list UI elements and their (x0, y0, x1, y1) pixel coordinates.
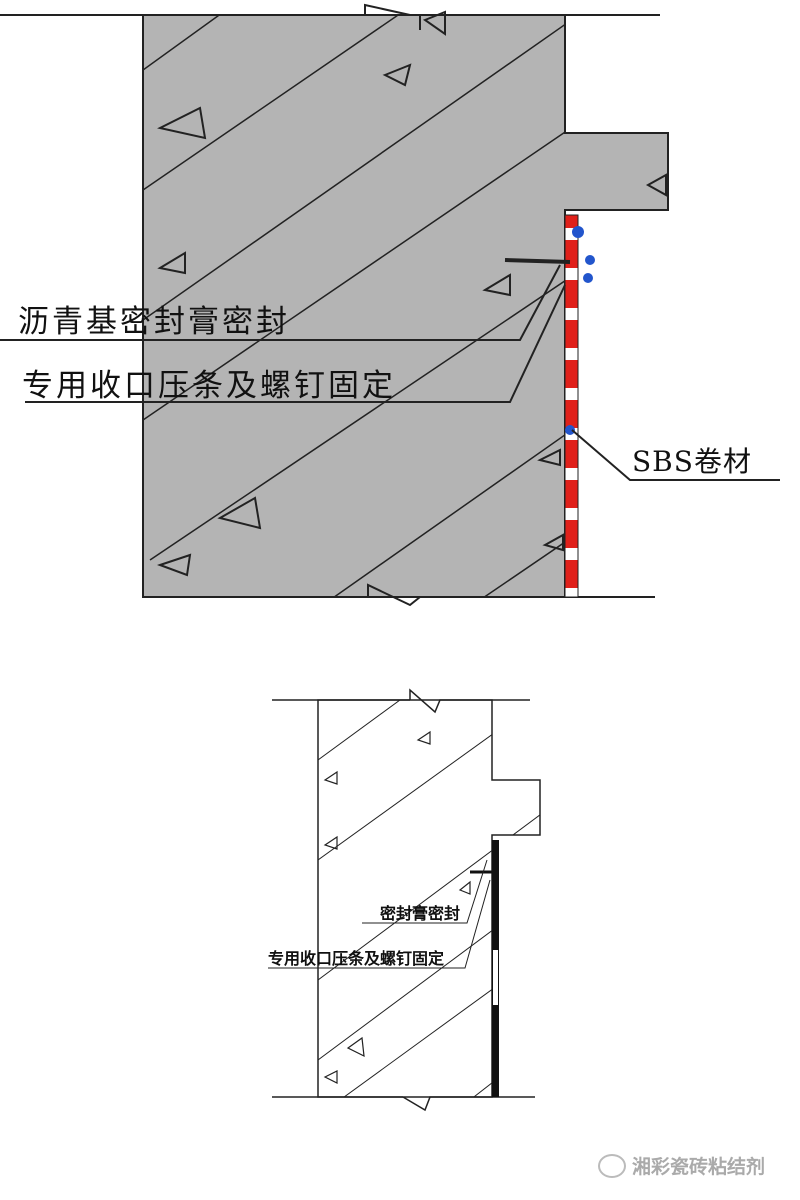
aggregate-triangles (156, 10, 667, 577)
bottom-wall-section (268, 688, 541, 1112)
watermark-text: 湘彩瓷砖粘结剂 (632, 1156, 766, 1178)
label-sealant-bottom: 密封膏密封 (380, 904, 461, 923)
label-fixing-strip-bottom: 专用收口压条及螺钉固定 (268, 949, 445, 968)
watermark: 湘彩瓷砖粘结剂 (598, 1152, 765, 1179)
label-sbs-membrane: SBS卷材 (632, 445, 752, 478)
label-asphalt-sealant: 沥青基密封膏密封 (18, 304, 290, 340)
screw (504, 258, 571, 264)
label-fixing-strip-top: 专用收口压条及螺钉固定 (22, 368, 396, 404)
sbs-membrane-strip (564, 214, 579, 598)
wechat-icon (598, 1153, 626, 1178)
top-wall-section (0, 3, 780, 607)
